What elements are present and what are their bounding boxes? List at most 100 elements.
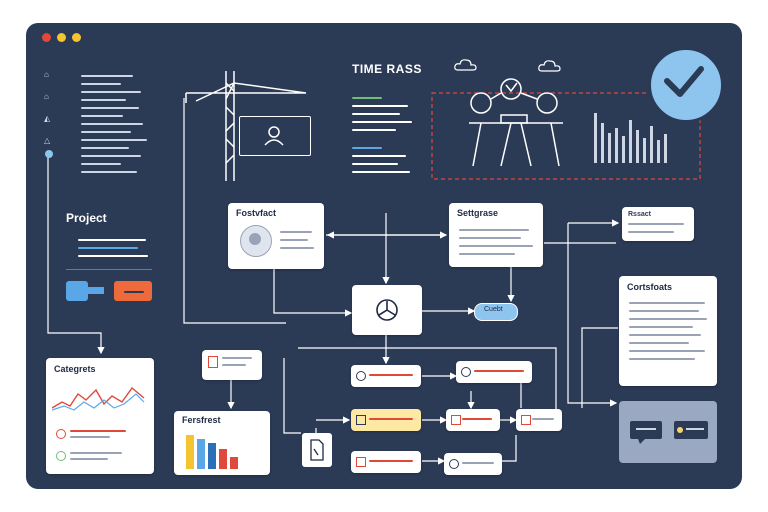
window-minimize-button[interactable] (57, 33, 66, 42)
chart-icon[interactable]: ◭ (44, 114, 51, 123)
header-text-line (352, 163, 398, 165)
report-card[interactable]: Fersfrest (174, 411, 270, 475)
card-text-line (629, 310, 699, 312)
card-text-line (628, 231, 674, 233)
sidebar-item-line (81, 83, 121, 85)
sidebar-item-line (81, 171, 137, 173)
project-divider (66, 269, 152, 270)
home-icon[interactable]: ⌂ (44, 70, 49, 79)
hub-status-pill[interactable] (474, 303, 518, 321)
header-text-line (352, 105, 408, 107)
contracts-card-title: Cortsfoats (627, 282, 673, 292)
flow-node-highlight[interactable] (351, 409, 421, 431)
card-text-line (474, 370, 524, 372)
sidebar-item-line (81, 147, 129, 149)
cloud-icon (454, 59, 477, 71)
avatar-face (249, 233, 261, 245)
chat-icon (630, 421, 708, 444)
user-icon (264, 126, 284, 146)
node-icon (461, 367, 471, 377)
document-card[interactable] (302, 433, 332, 467)
card-text-line (222, 357, 252, 359)
flow-node[interactable] (516, 409, 562, 431)
sidebar-item-line (81, 75, 133, 77)
network-icon (469, 78, 563, 167)
project-progress-bar (78, 247, 138, 249)
flow-node[interactable] (446, 409, 500, 431)
check-icon (664, 66, 704, 97)
sidebar-item-line (81, 131, 131, 133)
card-text-line (629, 350, 705, 352)
card-text-line (629, 342, 689, 344)
cloud-icon (538, 60, 561, 72)
note-card-title: Rssact (628, 211, 651, 218)
card-text-line (369, 460, 413, 462)
flow-node[interactable] (456, 361, 532, 383)
bar-chart-icon (594, 113, 667, 163)
crane-icon (185, 71, 307, 181)
settings-card[interactable]: Settgrase (449, 203, 543, 267)
sidebar-item-line (81, 163, 121, 165)
header-text-line (352, 129, 396, 131)
card-text-line (629, 326, 693, 328)
header-accent-line (352, 97, 382, 99)
card-text-line (459, 253, 515, 255)
card-text-line (280, 247, 314, 249)
card-text-line (459, 237, 521, 239)
card-text-line (280, 231, 312, 233)
header-accent-line (352, 147, 382, 149)
card-text-line (462, 418, 492, 420)
document-icon (310, 439, 324, 461)
user-preview-panel[interactable] (239, 116, 311, 156)
sidebar-item-line (81, 115, 123, 117)
report-card-title: Fersfrest (182, 415, 221, 425)
folder-icon[interactable]: ⌂ (44, 92, 49, 101)
header-text-line (352, 171, 410, 173)
flow-node[interactable] (444, 453, 502, 475)
categories-card[interactable]: Categrets (46, 358, 154, 474)
window-close-button[interactable] (42, 33, 51, 42)
flow-node[interactable] (351, 365, 421, 387)
node-icon (356, 457, 366, 467)
card-text-line (280, 239, 308, 241)
card-text-line (369, 418, 413, 420)
sidebar-item-line (81, 155, 141, 157)
card-text-line (70, 452, 122, 454)
contracts-card[interactable]: Cortsfoats (619, 276, 717, 386)
flow-node[interactable] (351, 451, 421, 473)
project-title: Project (66, 211, 107, 225)
card-text-line (70, 458, 108, 460)
report-bar-chart (186, 435, 238, 469)
sidebar-active-indicator[interactable] (45, 150, 53, 158)
card-text-line (222, 364, 246, 366)
node-icon (451, 415, 461, 425)
category-bullet-red (56, 429, 66, 439)
sidebar-item-line (81, 123, 143, 125)
profile-card[interactable]: Fostvfact (228, 203, 324, 269)
card-text-line (629, 302, 705, 304)
categories-card-title: Categrets (54, 364, 96, 374)
orange-button-line (124, 291, 144, 293)
project-progress-bar (78, 239, 146, 241)
card-text-line (629, 318, 707, 320)
card-text-line (628, 223, 684, 225)
window-maximize-button[interactable] (72, 33, 81, 42)
alert-icon (208, 356, 218, 368)
profile-card-title: Fostvfact (236, 208, 277, 218)
header-text-line (352, 113, 400, 115)
card-text-line (70, 436, 110, 438)
header-text-line (352, 155, 406, 157)
category-bullet-green (56, 451, 66, 461)
node-icon (521, 415, 531, 425)
node-icon (449, 459, 459, 469)
node-icon (356, 415, 366, 425)
note-card[interactable]: Rssact (622, 207, 694, 241)
project-toggle-blue[interactable] (66, 281, 88, 301)
alert-card[interactable] (202, 350, 262, 380)
card-text-line (459, 229, 529, 231)
bell-icon[interactable]: △ (44, 136, 51, 145)
header-title: TIME RASS (352, 62, 422, 76)
settings-card-title: Settgrase (457, 208, 499, 218)
project-progress-bar (78, 255, 148, 257)
card-text-line (459, 245, 533, 247)
